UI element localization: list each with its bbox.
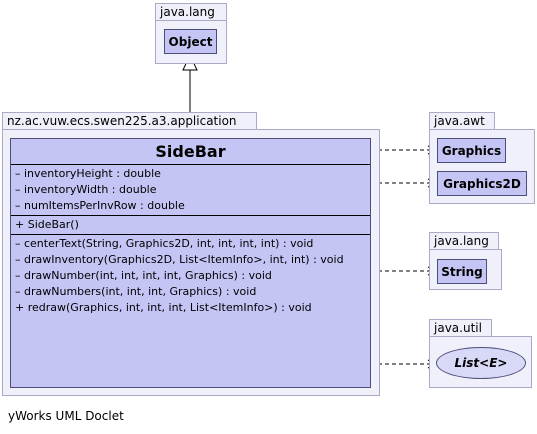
constructors-section: + SideBar() [11,216,370,235]
class-name: SideBar [11,139,370,165]
package-tab-java-lang-right: java.lang [429,232,499,250]
class-graphics2d[interactable]: Graphics2D [437,171,527,196]
class-sidebar[interactable]: SideBar – inventoryHeight : double – inv… [10,138,371,388]
method: + redraw(Graphics, int, int, int, List<I… [15,301,312,314]
package-tab-application: nz.ac.vuw.ecs.swen225.a3.application [2,112,257,130]
methods-section: – centerText(String, Graphics2D, int, in… [11,235,370,317]
package-tab-java-util: java.util [429,319,492,337]
method: – drawNumbers(int, int, int, Graphics) :… [15,285,257,298]
fields-section: – inventoryHeight : double – inventoryWi… [11,165,370,216]
class-string[interactable]: String [437,259,487,284]
method: – drawInventory(Graphics2D, List<ItemInf… [15,253,344,266]
field: – inventoryWidth : double [15,183,157,196]
constructor: + SideBar() [15,218,79,231]
field: – inventoryHeight : double [15,167,161,180]
class-object[interactable]: Object [164,29,217,54]
footer-credit: yWorks UML Doclet [8,409,124,423]
method: – drawNumber(int, int, int, int, Graphic… [15,269,272,282]
package-tab-java-awt: java.awt [429,112,495,130]
package-tab-java-lang-top: java.lang [155,3,227,21]
class-graphics[interactable]: Graphics [437,138,506,163]
field: – numItemsPerInvRow : double [15,199,185,212]
method: – centerText(String, Graphics2D, int, in… [15,237,314,250]
class-list[interactable]: List<E> [436,347,526,379]
